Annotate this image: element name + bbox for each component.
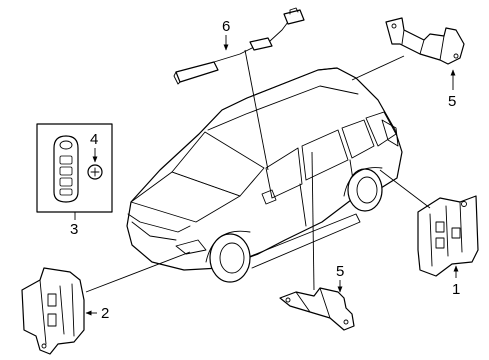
leader-lines [74,35,459,316]
receiver-unit-part [21,267,85,355]
callout-4: 4 [90,131,98,148]
vehicle-suv-icon [126,67,403,283]
callout-5-bottom: 5 [336,263,344,280]
callout-3: 3 [70,221,78,238]
key-fob-box [36,123,113,213]
callout-1: 1 [452,281,460,298]
callout-5-top: 5 [448,93,456,110]
coin-battery-icon [87,164,103,180]
callout-6: 6 [222,18,230,35]
smart-key-fob-icon [53,135,79,203]
bracket-upper-part [385,17,465,65]
antenna-cable-part [173,7,305,85]
callout-2: 2 [101,305,109,322]
bracket-lower-part [279,287,355,331]
control-module-part [417,195,479,277]
